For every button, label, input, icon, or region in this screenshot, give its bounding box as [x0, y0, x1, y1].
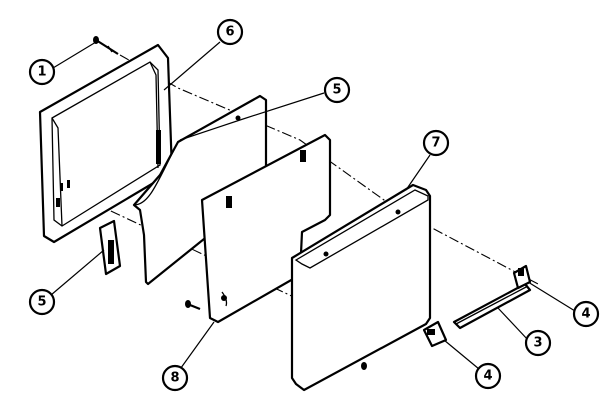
callout-leaders — [50, 41, 576, 373]
callout-5-upper-label: 5 — [332, 83, 341, 98]
screw-part — [93, 36, 119, 55]
callout-7: 7 — [422, 129, 450, 157]
callout-3: 3 — [524, 329, 552, 357]
callout-5-upper: 5 — [323, 76, 351, 104]
callout-6-label: 6 — [225, 25, 234, 40]
callout-4-upper-label: 4 — [581, 307, 590, 322]
handle-assembly-part — [422, 264, 532, 348]
callout-4-upper: 4 — [572, 300, 600, 328]
callout-8: 8 — [161, 364, 189, 392]
callout-8-label: 8 — [170, 371, 179, 386]
insulation-panel-part — [132, 94, 268, 286]
callout-1-label: 1 — [37, 65, 46, 80]
callout-5-lower-label: 5 — [37, 295, 46, 310]
outer-door-panel-part — [290, 183, 432, 392]
callout-4-lower-label: 4 — [483, 369, 492, 384]
callout-7-label: 7 — [431, 136, 440, 151]
panel-screw-part — [185, 300, 201, 311]
hinge-bracket-part — [98, 219, 122, 276]
callout-1: 1 — [28, 58, 56, 86]
callout-4-lower: 4 — [474, 362, 502, 390]
callout-5-lower: 5 — [28, 288, 56, 316]
callout-3-label: 3 — [533, 336, 542, 351]
callout-6: 6 — [216, 18, 244, 46]
